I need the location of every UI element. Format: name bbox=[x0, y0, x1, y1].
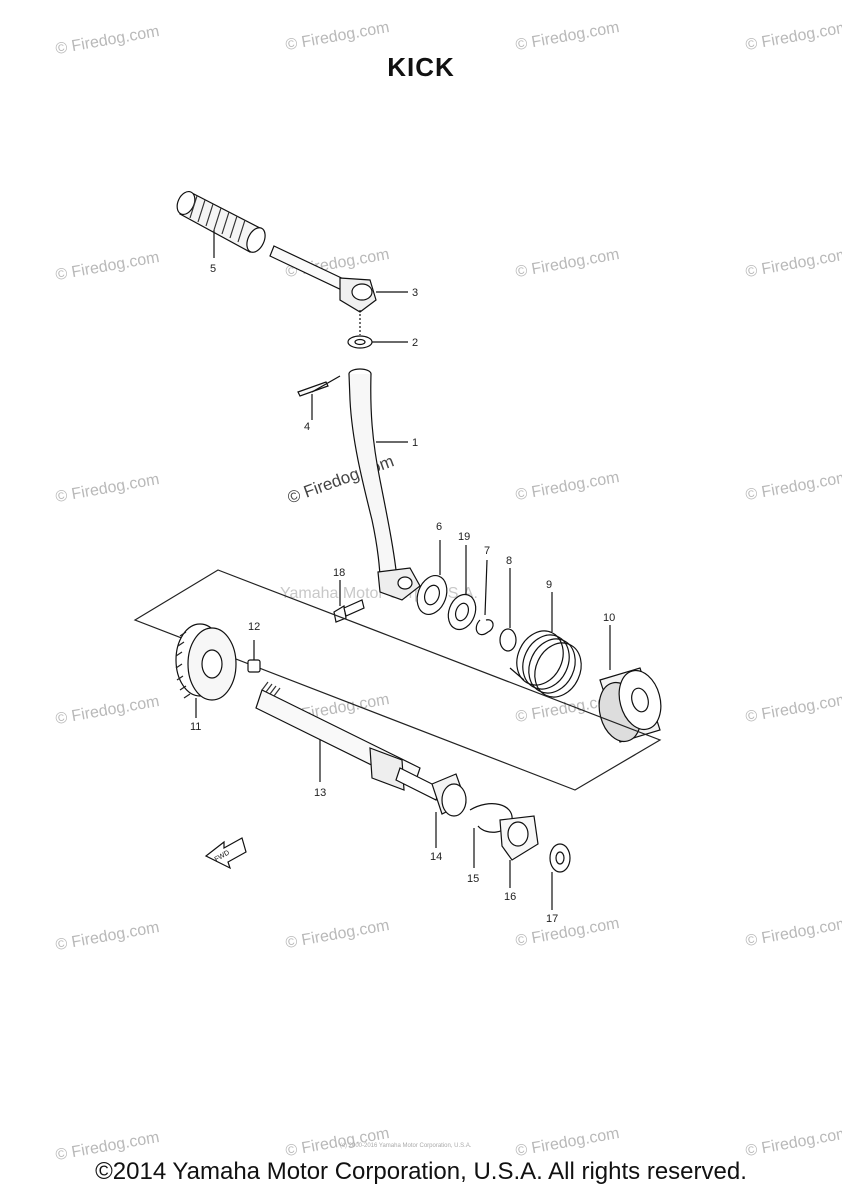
part-label: 19 bbox=[458, 531, 470, 543]
part-label: 14 bbox=[430, 851, 442, 863]
part-label: 17 bbox=[546, 913, 558, 925]
copyright-footer: ©2014 Yamaha Motor Corporation, U.S.A. A… bbox=[95, 1158, 747, 1185]
ratchet-guide-part bbox=[499, 815, 539, 861]
tiny-credit: (c) 2000-2016 Yamaha Motor Corporation, … bbox=[340, 1143, 472, 1149]
plain-washer-part bbox=[549, 843, 571, 873]
part-label: 8 bbox=[506, 555, 512, 567]
part-label: 9 bbox=[546, 579, 552, 591]
part-label: 10 bbox=[603, 612, 615, 624]
part-label: 7 bbox=[484, 545, 490, 557]
part-label: 15 bbox=[467, 873, 479, 885]
bolt-part bbox=[333, 599, 365, 623]
part-label: 16 bbox=[504, 891, 516, 903]
fwd-arrow-icon bbox=[204, 837, 247, 870]
kick-crank-arm-part bbox=[348, 368, 421, 601]
torsion-spring-part bbox=[509, 630, 582, 698]
grip-part bbox=[176, 191, 266, 253]
kick-gear-part bbox=[175, 623, 237, 701]
kick-crank-boss-part bbox=[269, 245, 377, 313]
part-label: 2 bbox=[412, 337, 418, 349]
spacer-part bbox=[247, 659, 261, 673]
ratchet-part bbox=[431, 773, 467, 817]
kick-axle-part bbox=[255, 681, 441, 801]
circlip-ring-part bbox=[499, 628, 517, 652]
part-label: 4 bbox=[304, 421, 310, 433]
part-label: 12 bbox=[248, 621, 260, 633]
part-label: 1 bbox=[412, 437, 418, 449]
spring-cover-part bbox=[598, 667, 662, 743]
bushing-part bbox=[416, 575, 448, 615]
part-label: 6 bbox=[436, 521, 442, 533]
part-label: 13 bbox=[314, 787, 326, 799]
washer-part bbox=[347, 335, 373, 349]
pin-part bbox=[297, 375, 341, 397]
oil-seal-part bbox=[447, 593, 477, 631]
circlip-part bbox=[475, 619, 494, 636]
part-label: 11 bbox=[190, 721, 201, 733]
part-label: 18 bbox=[333, 567, 345, 579]
part-label: 5 bbox=[210, 263, 216, 275]
page-title: KICK bbox=[387, 52, 455, 82]
part-label: 3 bbox=[412, 287, 418, 299]
assembly-bracket-outline bbox=[133, 569, 662, 791]
